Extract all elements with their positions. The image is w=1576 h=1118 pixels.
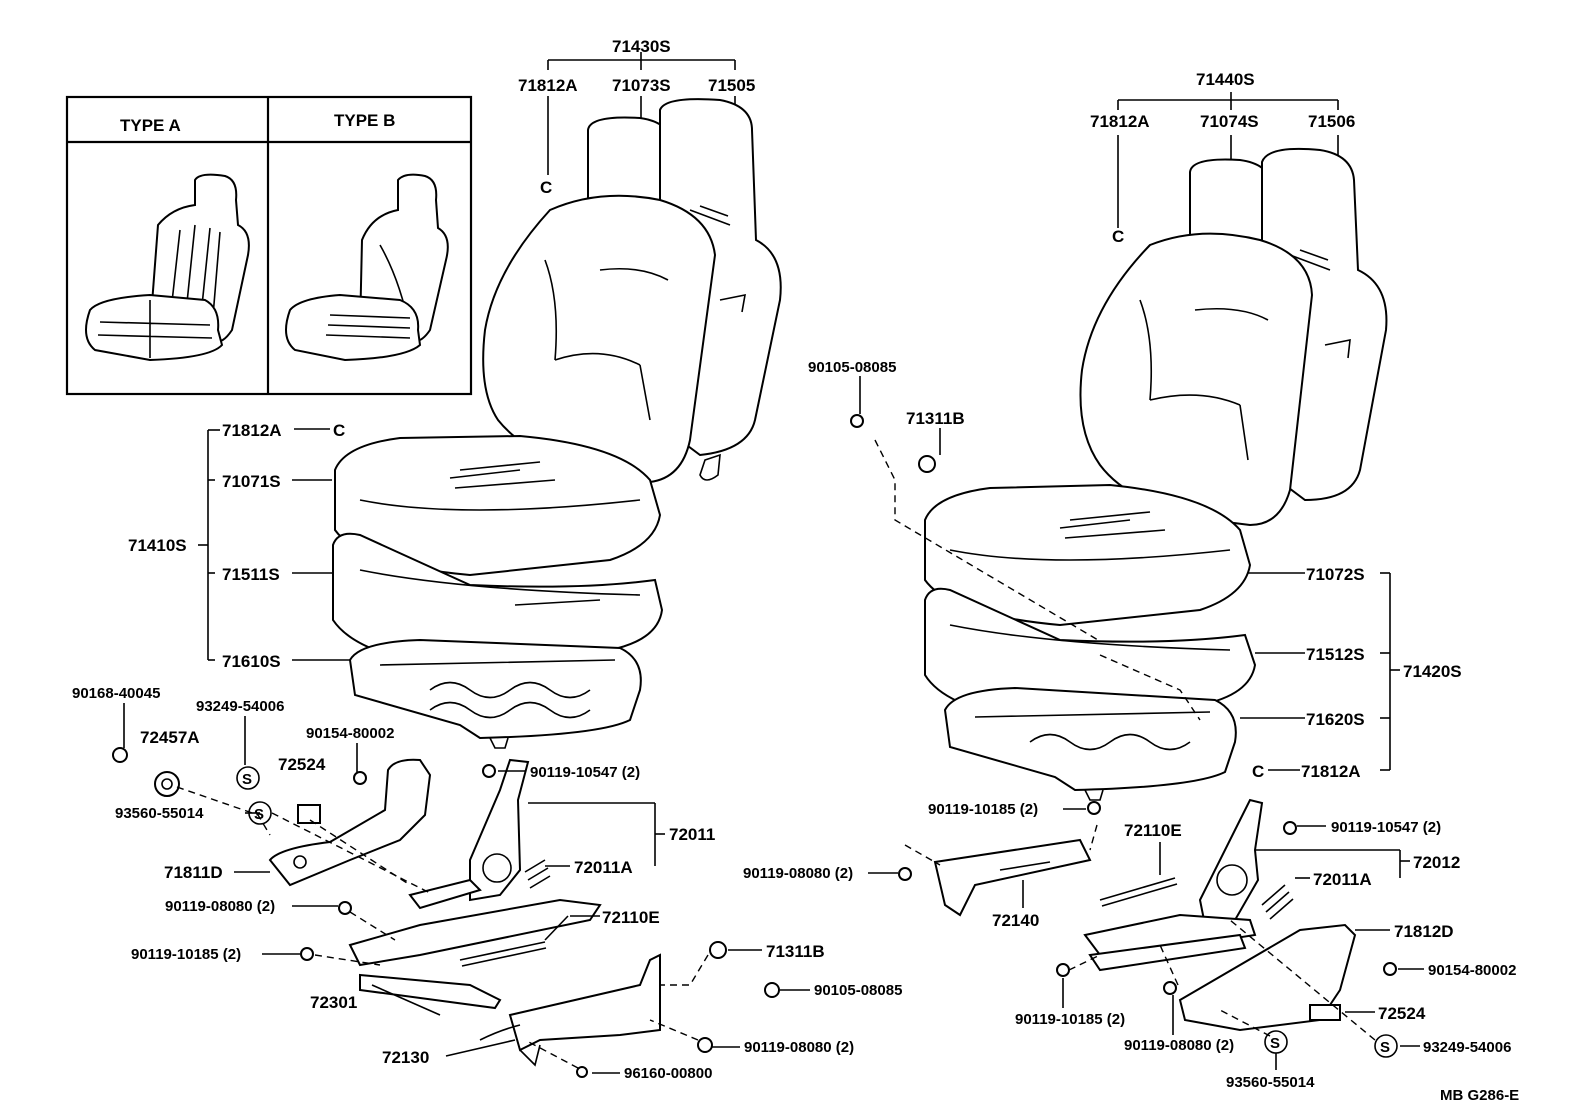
part-72524-a: 72524 [278, 755, 326, 774]
part-90119-08080-b: 90119-08080 (2) [744, 1039, 854, 1056]
part-93560-55014-b: 93560-55014 [1226, 1074, 1315, 1091]
s-symbol-1: S [242, 771, 252, 788]
part-72140: 72140 [992, 911, 1039, 930]
c-clip-2: C [1112, 227, 1124, 246]
part-72012: 72012 [1413, 853, 1460, 872]
part-71505: 71505 [708, 76, 755, 95]
part-72130: 72130 [382, 1048, 429, 1067]
part-72301: 72301 [310, 993, 357, 1012]
part-90154-80002-a: 90154-80002 [306, 725, 394, 742]
part-71812a-1: 71812A [518, 76, 578, 95]
right-seat-cushions [924, 483, 1257, 801]
part-71620s: 71620S [1306, 710, 1365, 729]
part-90119-10547-b: 90119-10547 (2) [1331, 819, 1441, 836]
type-a-seat-sketch [85, 173, 250, 362]
part-72011a-b: 72011A [1313, 870, 1372, 889]
part-90119-10185-a: 90119-10185 (2) [131, 946, 241, 963]
right-seat-track [933, 798, 1357, 1032]
part-90119-08080-d: 90119-08080 (2) [1124, 1037, 1234, 1054]
left-seat-back [482, 52, 782, 484]
type-inset-box: TYPE A TYPE B [65, 95, 473, 396]
part-71506: 71506 [1308, 112, 1355, 131]
part-90105-08085-a: 90105-08085 [808, 359, 896, 376]
part-90119-10185-c: 90119-10185 (2) [1015, 1011, 1125, 1028]
part-71511s: 71511S [222, 565, 280, 584]
right-seat-back [1079, 92, 1388, 527]
part-71811d: 71811D [164, 863, 223, 882]
part-72110e-a: 72110E [602, 908, 660, 927]
part-71812a-2: 71812A [1090, 112, 1150, 131]
part-72524-b: 72524 [1378, 1004, 1426, 1023]
part-90154-80002-b: 90154-80002 [1428, 962, 1516, 979]
part-72011: 72011 [669, 825, 715, 844]
part-71420s: 71420S [1403, 662, 1462, 681]
c-clip-3: C [333, 421, 345, 440]
part-90119-08080-c: 90119-08080 (2) [743, 865, 853, 882]
part-71073s: 71073S [612, 76, 671, 95]
part-71311b-a: 71311B [906, 409, 965, 428]
s-symbol-4: S [1380, 1039, 1390, 1056]
left-seat-track [268, 758, 661, 1067]
fasteners [112, 414, 1397, 1078]
part-72457a: 72457A [140, 728, 200, 747]
part-90119-10185-b: 90119-10185 (2) [928, 801, 1038, 818]
part-96160-00800: 96160-00800 [624, 1065, 712, 1082]
part-90105-08085-b: 90105-08085 [814, 982, 902, 999]
part-90119-10547-a: 90119-10547 (2) [530, 764, 640, 781]
c-clip-1: C [540, 178, 552, 197]
part-71812a-4: 71812A [1301, 762, 1361, 781]
leader-lines [123, 376, 1424, 1074]
part-71812a-3: 71812A [222, 421, 282, 440]
type-b-label: TYPE B [334, 111, 395, 130]
left-seat-cushions [332, 434, 664, 749]
symbols: S S S S C C C C [236, 178, 1398, 1058]
part-71440s: 71440S [1196, 70, 1255, 89]
part-90168-40045: 90168-40045 [72, 685, 160, 702]
part-71610s: 71610S [222, 652, 281, 671]
diagram-ref-code: MB G286-E [1440, 1087, 1519, 1104]
part-93249-54006-b: 93249-54006 [1423, 1039, 1511, 1056]
part-93560-55014-a: 93560-55014 [115, 805, 204, 822]
type-b-seat-sketch [285, 173, 449, 362]
c-clip-4: C [1252, 762, 1264, 781]
part-labels: 71430S 71812A 71073S 71505 71440S 71812A… [72, 37, 1519, 1104]
part-90119-08080-a: 90119-08080 (2) [165, 898, 275, 915]
s-symbol-3: S [1270, 1035, 1280, 1052]
s-symbol-2: S [254, 806, 264, 823]
part-71072s: 71072S [1306, 565, 1365, 584]
part-71512s: 71512S [1306, 645, 1365, 664]
part-93249-54006-a: 93249-54006 [196, 698, 284, 715]
part-71311b-b: 71311B [766, 942, 825, 961]
part-71812d: 71812D [1394, 922, 1454, 941]
part-72110e-b: 72110E [1124, 821, 1182, 840]
part-71074s: 71074S [1200, 112, 1259, 131]
part-72011a-a: 72011A [574, 858, 633, 877]
part-71430s: 71430S [612, 37, 671, 56]
part-71410s: 71410S [128, 536, 187, 555]
part-71071s: 71071S [222, 472, 281, 491]
assembly-dashed-lines [176, 439, 1376, 1069]
type-a-label: TYPE A [120, 116, 181, 135]
